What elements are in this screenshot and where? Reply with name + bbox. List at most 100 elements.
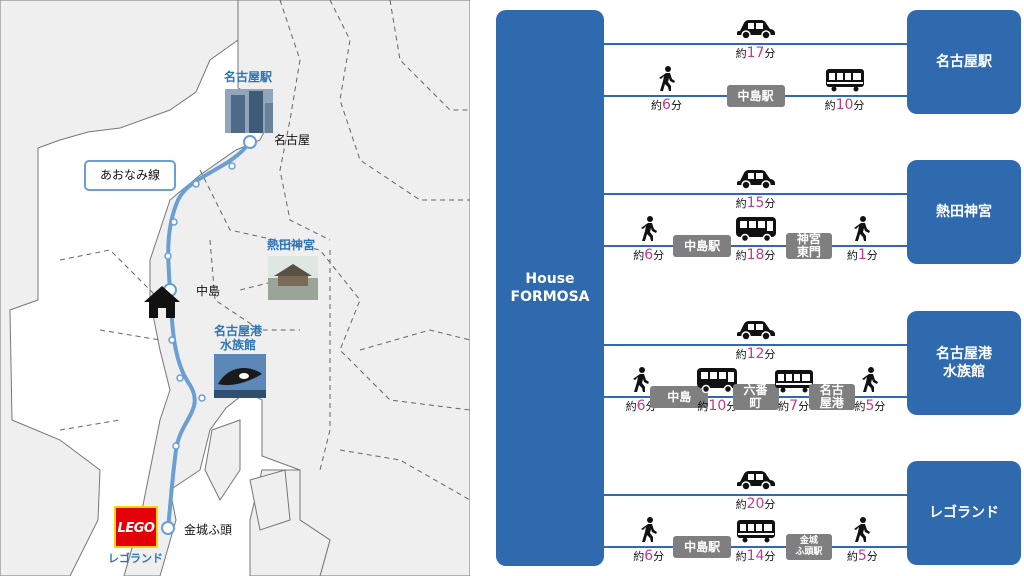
car-icon bbox=[736, 319, 776, 345]
walking-person-icon bbox=[657, 66, 677, 96]
time-prefix: 約 bbox=[625, 400, 637, 413]
time-minutes: 10 bbox=[835, 97, 854, 113]
nagoya-station-photo bbox=[225, 89, 273, 133]
travel-time: 約7分 bbox=[774, 398, 814, 414]
time-unit: 分 bbox=[798, 400, 810, 413]
time-minutes: 10 bbox=[708, 398, 727, 414]
car-route-line bbox=[604, 344, 907, 346]
time-unit: 分 bbox=[764, 348, 776, 361]
time-minutes: 6 bbox=[644, 548, 654, 564]
house-icon bbox=[144, 286, 180, 318]
time-minutes: 1 bbox=[857, 247, 867, 263]
walking-person-icon bbox=[852, 517, 872, 547]
time-prefix: 約 bbox=[735, 550, 747, 563]
time-unit: 分 bbox=[726, 400, 738, 413]
time-prefix: 約 bbox=[735, 348, 747, 361]
time-minutes: 5 bbox=[865, 398, 875, 414]
bus-icon bbox=[696, 367, 738, 397]
time-prefix: 約 bbox=[651, 99, 663, 112]
aonami-line-label: あおなみ線 bbox=[84, 160, 176, 191]
time-minutes: 6 bbox=[662, 97, 671, 113]
time-unit: 分 bbox=[653, 550, 665, 563]
time-unit: 分 bbox=[874, 400, 886, 413]
aquarium-photo bbox=[214, 354, 266, 398]
time-unit: 分 bbox=[764, 550, 776, 563]
time-prefix: 約 bbox=[824, 99, 836, 112]
time-minutes: 17 bbox=[746, 45, 765, 61]
travel-time: 約1分 bbox=[842, 247, 882, 263]
travel-time: 約10分 bbox=[825, 97, 865, 113]
tram-icon bbox=[774, 369, 814, 397]
travel-time: 約20分 bbox=[736, 496, 776, 512]
travel-time: 約6分 bbox=[629, 247, 669, 263]
car-route-line bbox=[604, 43, 907, 45]
origin-house-formosa: House FORMOSA bbox=[496, 10, 604, 566]
origin-label: House FORMOSA bbox=[510, 271, 590, 305]
legoland-logo: LEGO bbox=[114, 506, 158, 548]
tram-icon bbox=[736, 519, 776, 547]
stop-label: 中島 bbox=[650, 386, 709, 408]
station-marker bbox=[161, 521, 175, 535]
travel-time: 約5分 bbox=[842, 548, 882, 564]
landmark-atsuta-label: 熱田神宮 bbox=[267, 238, 316, 252]
destination-name: レゴランド bbox=[929, 505, 999, 521]
tram-icon bbox=[825, 68, 865, 96]
stop-label: 金城 ふ頭駅 bbox=[785, 534, 832, 560]
walking-person-icon bbox=[631, 367, 651, 397]
transit-route-line bbox=[604, 546, 907, 548]
time-prefix: 約 bbox=[854, 400, 866, 413]
time-unit: 分 bbox=[764, 47, 776, 60]
time-minutes: 18 bbox=[746, 247, 765, 263]
time-minutes: 12 bbox=[746, 346, 765, 362]
aonami-rail-line bbox=[166, 140, 252, 529]
time-prefix: 約 bbox=[735, 249, 747, 262]
time-prefix: 約 bbox=[633, 550, 645, 563]
atsuta-shrine-photo bbox=[268, 256, 318, 300]
stop-label: 中島駅 bbox=[673, 235, 732, 257]
car-icon bbox=[736, 168, 776, 194]
time-unit: 分 bbox=[866, 550, 878, 563]
bus-icon bbox=[735, 216, 777, 246]
time-unit: 分 bbox=[764, 249, 776, 262]
stop-label: 名古 屋港 bbox=[808, 384, 855, 410]
travel-time: 約6分 bbox=[647, 97, 687, 113]
travel-time: 約14分 bbox=[736, 548, 776, 564]
travel-time: 約5分 bbox=[850, 398, 890, 414]
land-area bbox=[0, 0, 239, 576]
landmark-aquarium-label: 名古屋港 水族館 bbox=[214, 324, 263, 352]
station-label-kinjo-futo: 金城ふ頭 bbox=[184, 523, 233, 537]
time-prefix: 約 bbox=[735, 498, 747, 511]
station-marker bbox=[243, 135, 257, 149]
stop-label: 六番 町 bbox=[732, 384, 779, 410]
time-prefix: 約 bbox=[735, 47, 747, 60]
time-unit: 分 bbox=[853, 99, 865, 112]
landmark-nagoya-station-label: 名古屋駅 bbox=[224, 70, 273, 84]
time-prefix: 約 bbox=[633, 249, 645, 262]
route-map: あおなみ線 名古屋駅 名古屋 熱田神宮 中島 名古屋港 水族館 金城ふ頭 LEG… bbox=[0, 0, 470, 576]
port-piers bbox=[204, 419, 291, 531]
car-route-line bbox=[604, 494, 907, 496]
walking-person-icon bbox=[860, 367, 880, 397]
destination-box: 名古屋港 水族館 bbox=[907, 311, 1021, 415]
time-unit: 分 bbox=[866, 249, 878, 262]
travel-time: 約15分 bbox=[736, 195, 776, 211]
time-prefix: 約 bbox=[697, 400, 709, 413]
destination-box: 熱田神宮 bbox=[907, 160, 1021, 264]
station-label-nagoya: 名古屋 bbox=[274, 133, 311, 147]
destination-name: 熱田神宮 bbox=[936, 204, 992, 220]
destination-name: 名古屋港 水族館 bbox=[936, 346, 992, 380]
time-minutes: 7 bbox=[789, 398, 799, 414]
station-label-nakajima: 中島 bbox=[196, 284, 221, 298]
transit-route-line bbox=[604, 245, 907, 247]
time-minutes: 6 bbox=[644, 247, 654, 263]
car-icon bbox=[736, 469, 776, 495]
travel-time: 約12分 bbox=[736, 346, 776, 362]
time-prefix: 約 bbox=[778, 400, 790, 413]
stop-label: 神宮 東門 bbox=[785, 233, 832, 259]
time-minutes: 20 bbox=[746, 496, 765, 512]
time-minutes: 5 bbox=[857, 548, 867, 564]
minor-stations bbox=[164, 162, 236, 450]
car-icon bbox=[736, 18, 776, 44]
walking-person-icon bbox=[852, 216, 872, 246]
stop-label: 中島駅 bbox=[726, 85, 785, 107]
